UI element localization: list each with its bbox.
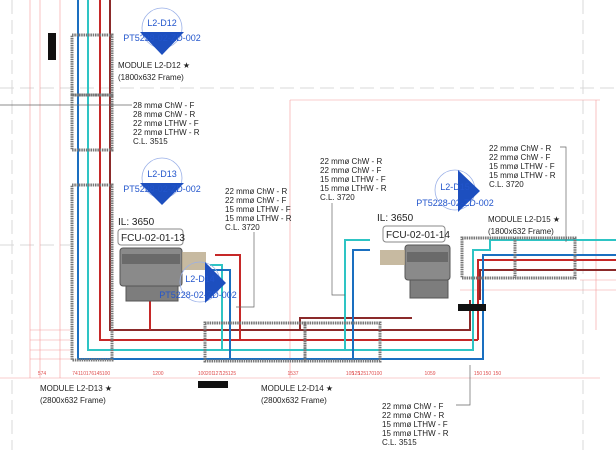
dimension-value: 150 [474, 371, 483, 377]
section-tag-id: L2-D15 [440, 182, 470, 192]
dimension-value: 125 [358, 371, 367, 377]
svg-text:(1800x632 Frame): (1800x632 Frame) [118, 73, 184, 82]
fcu-14-invert-level: IL: 3650 [377, 213, 414, 224]
pipe-note-line: 22 mmø ChW - F [320, 166, 381, 175]
section-tag-id: L2-D13 [147, 169, 177, 179]
svg-text:MODULE L2-D12 ★: MODULE L2-D12 ★ [118, 61, 190, 70]
dimension-value: 105 [346, 371, 355, 377]
dimension-value: 127 [213, 371, 222, 377]
section-tag-L2-D14[interactable]: L2-D14 PT5228-02-ZD-002 [159, 261, 237, 303]
dimension-value: 150 [483, 371, 492, 377]
pipe-note-line: 15 mmø LTHW - R [320, 184, 387, 193]
svg-text:(2800x632 Frame): (2800x632 Frame) [40, 396, 106, 405]
fcu-13-invert-level: IL: 3650 [118, 217, 155, 228]
pipe-note-line: 22 mmø LTHW - F [133, 119, 199, 128]
dimension-value: 170 [366, 371, 375, 377]
fcu-unit-13[interactable] [119, 247, 206, 302]
dimension-value: 1537 [287, 371, 298, 377]
section-tag-ref: PT5228-02-ZD-002 [123, 33, 201, 43]
section-tag-id: L2-D14 [185, 274, 215, 284]
dimension-value: 1059 [424, 371, 435, 377]
fcu-13-tag: FCU-02-01-13 [121, 233, 185, 244]
section-marker-bar [48, 33, 56, 60]
section-marker-bar [198, 381, 228, 388]
dimension-value: 1200 [152, 371, 163, 377]
dimension-value: 125 [352, 371, 361, 377]
dimension-value: 201 [206, 371, 215, 377]
section-marker-bar [458, 304, 486, 311]
module-frames [70, 33, 577, 363]
pipe-note-line: 15 mmø LTHW - R [225, 214, 292, 223]
pipe-note-line: 15 mmø LTHW - F [382, 420, 448, 429]
svg-text:MODULE L2-D14 ★: MODULE L2-D14 ★ [261, 384, 333, 393]
dimension-value: 100 [102, 371, 111, 377]
pipe-note-line: 15 mmø LTHW - F [225, 205, 291, 214]
section-tag-id: L2-D12 [147, 18, 177, 28]
pipe-note-line: C.L. 3720 [489, 180, 524, 189]
svg-text:MODULE L2-D13 ★: MODULE L2-D13 ★ [40, 384, 112, 393]
lthw-flow-pipe [99, 0, 616, 341]
star-icon: ★ [553, 215, 560, 224]
section-tag-L2-D15[interactable]: L2-D15 PT5228-02-ZD-002 [416, 169, 494, 212]
dimension-value: 145 [94, 371, 103, 377]
fcu-13-tag-box [117, 228, 184, 246]
section-tag-ref: PT5228-02-ZD-002 [159, 290, 237, 300]
dimension-value: 74 [72, 371, 78, 377]
dimension-value: 150 [493, 371, 502, 377]
dimension-value: 574 [38, 371, 47, 377]
dimension-value: 125 [228, 371, 237, 377]
pipe-note-line: C.L. 3515 [382, 438, 417, 447]
pipe-note-line: 22 mmø ChW - R [489, 144, 551, 153]
pipe-note-line: 28 mmø ChW - F [133, 101, 194, 110]
pipe-note-line: 22 mmø ChW - R [320, 157, 382, 166]
pipe-note-line: C.L. 3720 [225, 223, 260, 232]
section-tag-ref: PT5228-02-ZD-002 [123, 184, 201, 194]
leader-lines [0, 104, 567, 406]
pipe-note-line: 15 mmø LTHW - F [320, 175, 386, 184]
pipe-note-line: 22 mmø LTHW - R [133, 128, 200, 137]
section-tag-ref: PT5228-02-ZD-002 [416, 198, 494, 208]
section-tag-L2-D13[interactable]: L2-D13 PT5228-02-ZD-002 [123, 157, 201, 205]
fcu-14-tag-box [382, 225, 446, 243]
section-tag-L2-D12[interactable]: L2-D12 PT5228-02-ZD-002 [123, 7, 201, 55]
pipe-note-line: 22 mmø ChW - F [382, 402, 443, 411]
dimension-value: 110 [78, 371, 86, 377]
pipe-note-line: 22 mmø ChW - R [382, 411, 444, 420]
pipe-note-line: 28 mmø ChW - R [133, 110, 195, 119]
dimension-value: 125 [220, 371, 229, 377]
star-icon: ★ [105, 384, 112, 393]
pipe-note-line: 22 mmø ChW - R [225, 187, 287, 196]
star-icon: ★ [326, 384, 333, 393]
svg-text:MODULE L2-D15 ★: MODULE L2-D15 ★ [488, 215, 560, 224]
module-label-L2-D13: MODULE L2-D13 ★ (2800x632 Frame) [40, 384, 112, 405]
pipe-note-line: C.L. 3720 [320, 193, 355, 202]
svg-text:(2800x632 Frame): (2800x632 Frame) [261, 396, 327, 405]
pipe-note-line: 15 mmø LTHW - R [382, 429, 449, 438]
pipe-note-line: 15 mmø LTHW - F [489, 162, 555, 171]
pipework [77, 0, 616, 360]
pipe-notes: 28 mmø ChW - F28 mmø ChW - R22 mmø LTHW … [133, 101, 556, 447]
dimension-value: 100 [374, 371, 383, 377]
fcu-14-tag: FCU-02-01-14 [386, 230, 450, 241]
fcu-unit-14[interactable] [380, 244, 451, 299]
pipe-note-line: C.L. 3515 [133, 137, 168, 146]
star-icon: ★ [183, 61, 190, 70]
dimension-value: 100 [198, 371, 207, 377]
module-label-L2-D15: MODULE L2-D15 ★ (1800x632 Frame) [488, 215, 560, 236]
pipe-note-line: 22 mmø ChW - F [489, 153, 550, 162]
dimension-lines [0, 0, 616, 379]
svg-text:(1800x632 Frame): (1800x632 Frame) [488, 227, 554, 236]
dimension-value: 176 [86, 371, 95, 377]
pipe-note-line: 22 mmø ChW - F [225, 196, 286, 205]
module-label-L2-D14: MODULE L2-D14 ★ (2800x632 Frame) [261, 384, 333, 405]
pipe-note-line: 15 mmø LTHW - R [489, 171, 556, 180]
module-label-L2-D12: MODULE L2-D12 ★ (1800x632 Frame) [118, 61, 190, 82]
